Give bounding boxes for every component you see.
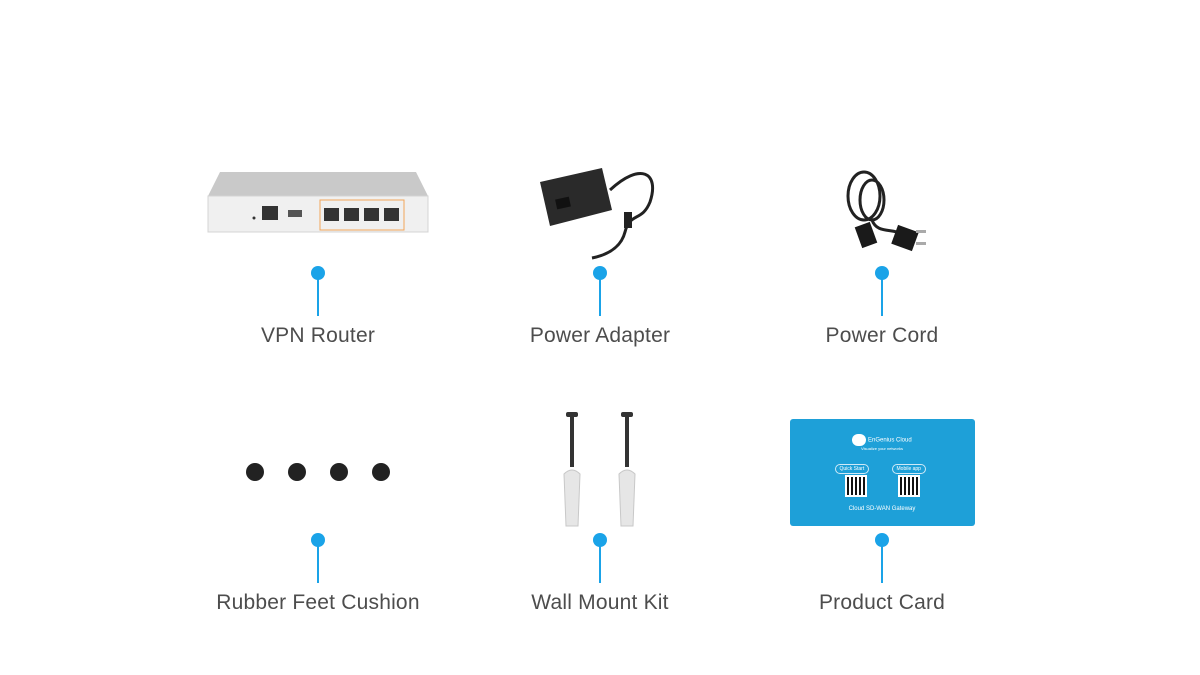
marker-line xyxy=(881,545,883,583)
cloud-logo-icon xyxy=(852,434,867,446)
marker-line xyxy=(599,278,601,316)
vpn-router-image xyxy=(178,170,458,234)
marker-line xyxy=(881,278,883,316)
mobile-app-label: Mobile app xyxy=(891,464,926,474)
qr-code-icon xyxy=(897,475,920,497)
rubber-feet-image xyxy=(178,463,458,481)
item-label: VPN Router xyxy=(260,324,376,347)
item-label: Wall Mount Kit xyxy=(531,591,669,614)
marker-dot xyxy=(593,533,607,547)
marker-dot xyxy=(875,533,889,547)
marker-line xyxy=(317,278,319,316)
marker-dot xyxy=(311,266,325,280)
wall-mount-kit-image xyxy=(460,412,740,532)
quick-start-label: Quick Start xyxy=(834,464,870,474)
card-brand: EnGenius Cloud Visualize your networks xyxy=(790,434,975,452)
item-label: Power Cord xyxy=(825,324,939,347)
product-card-image: EnGenius Cloud Visualize your networks Q… xyxy=(742,419,1022,526)
item-label: Product Card xyxy=(818,591,946,614)
card-product: Cloud SD-WAN Gateway xyxy=(848,506,916,512)
marker-dot xyxy=(593,266,607,280)
power-cord-image xyxy=(742,162,1022,262)
rubber-foot-icon xyxy=(246,463,264,481)
rubber-foot-icon xyxy=(330,463,348,481)
marker-dot xyxy=(875,266,889,280)
power-adapter-image xyxy=(460,162,740,262)
qr-code-icon xyxy=(844,475,867,497)
rubber-foot-icon xyxy=(372,463,390,481)
rubber-foot-icon xyxy=(288,463,306,481)
marker-line xyxy=(599,545,601,583)
item-label: Power Adapter xyxy=(529,324,671,347)
marker-dot xyxy=(311,533,325,547)
marker-line xyxy=(317,545,319,583)
item-label: Rubber Feet Cushion xyxy=(216,591,420,614)
